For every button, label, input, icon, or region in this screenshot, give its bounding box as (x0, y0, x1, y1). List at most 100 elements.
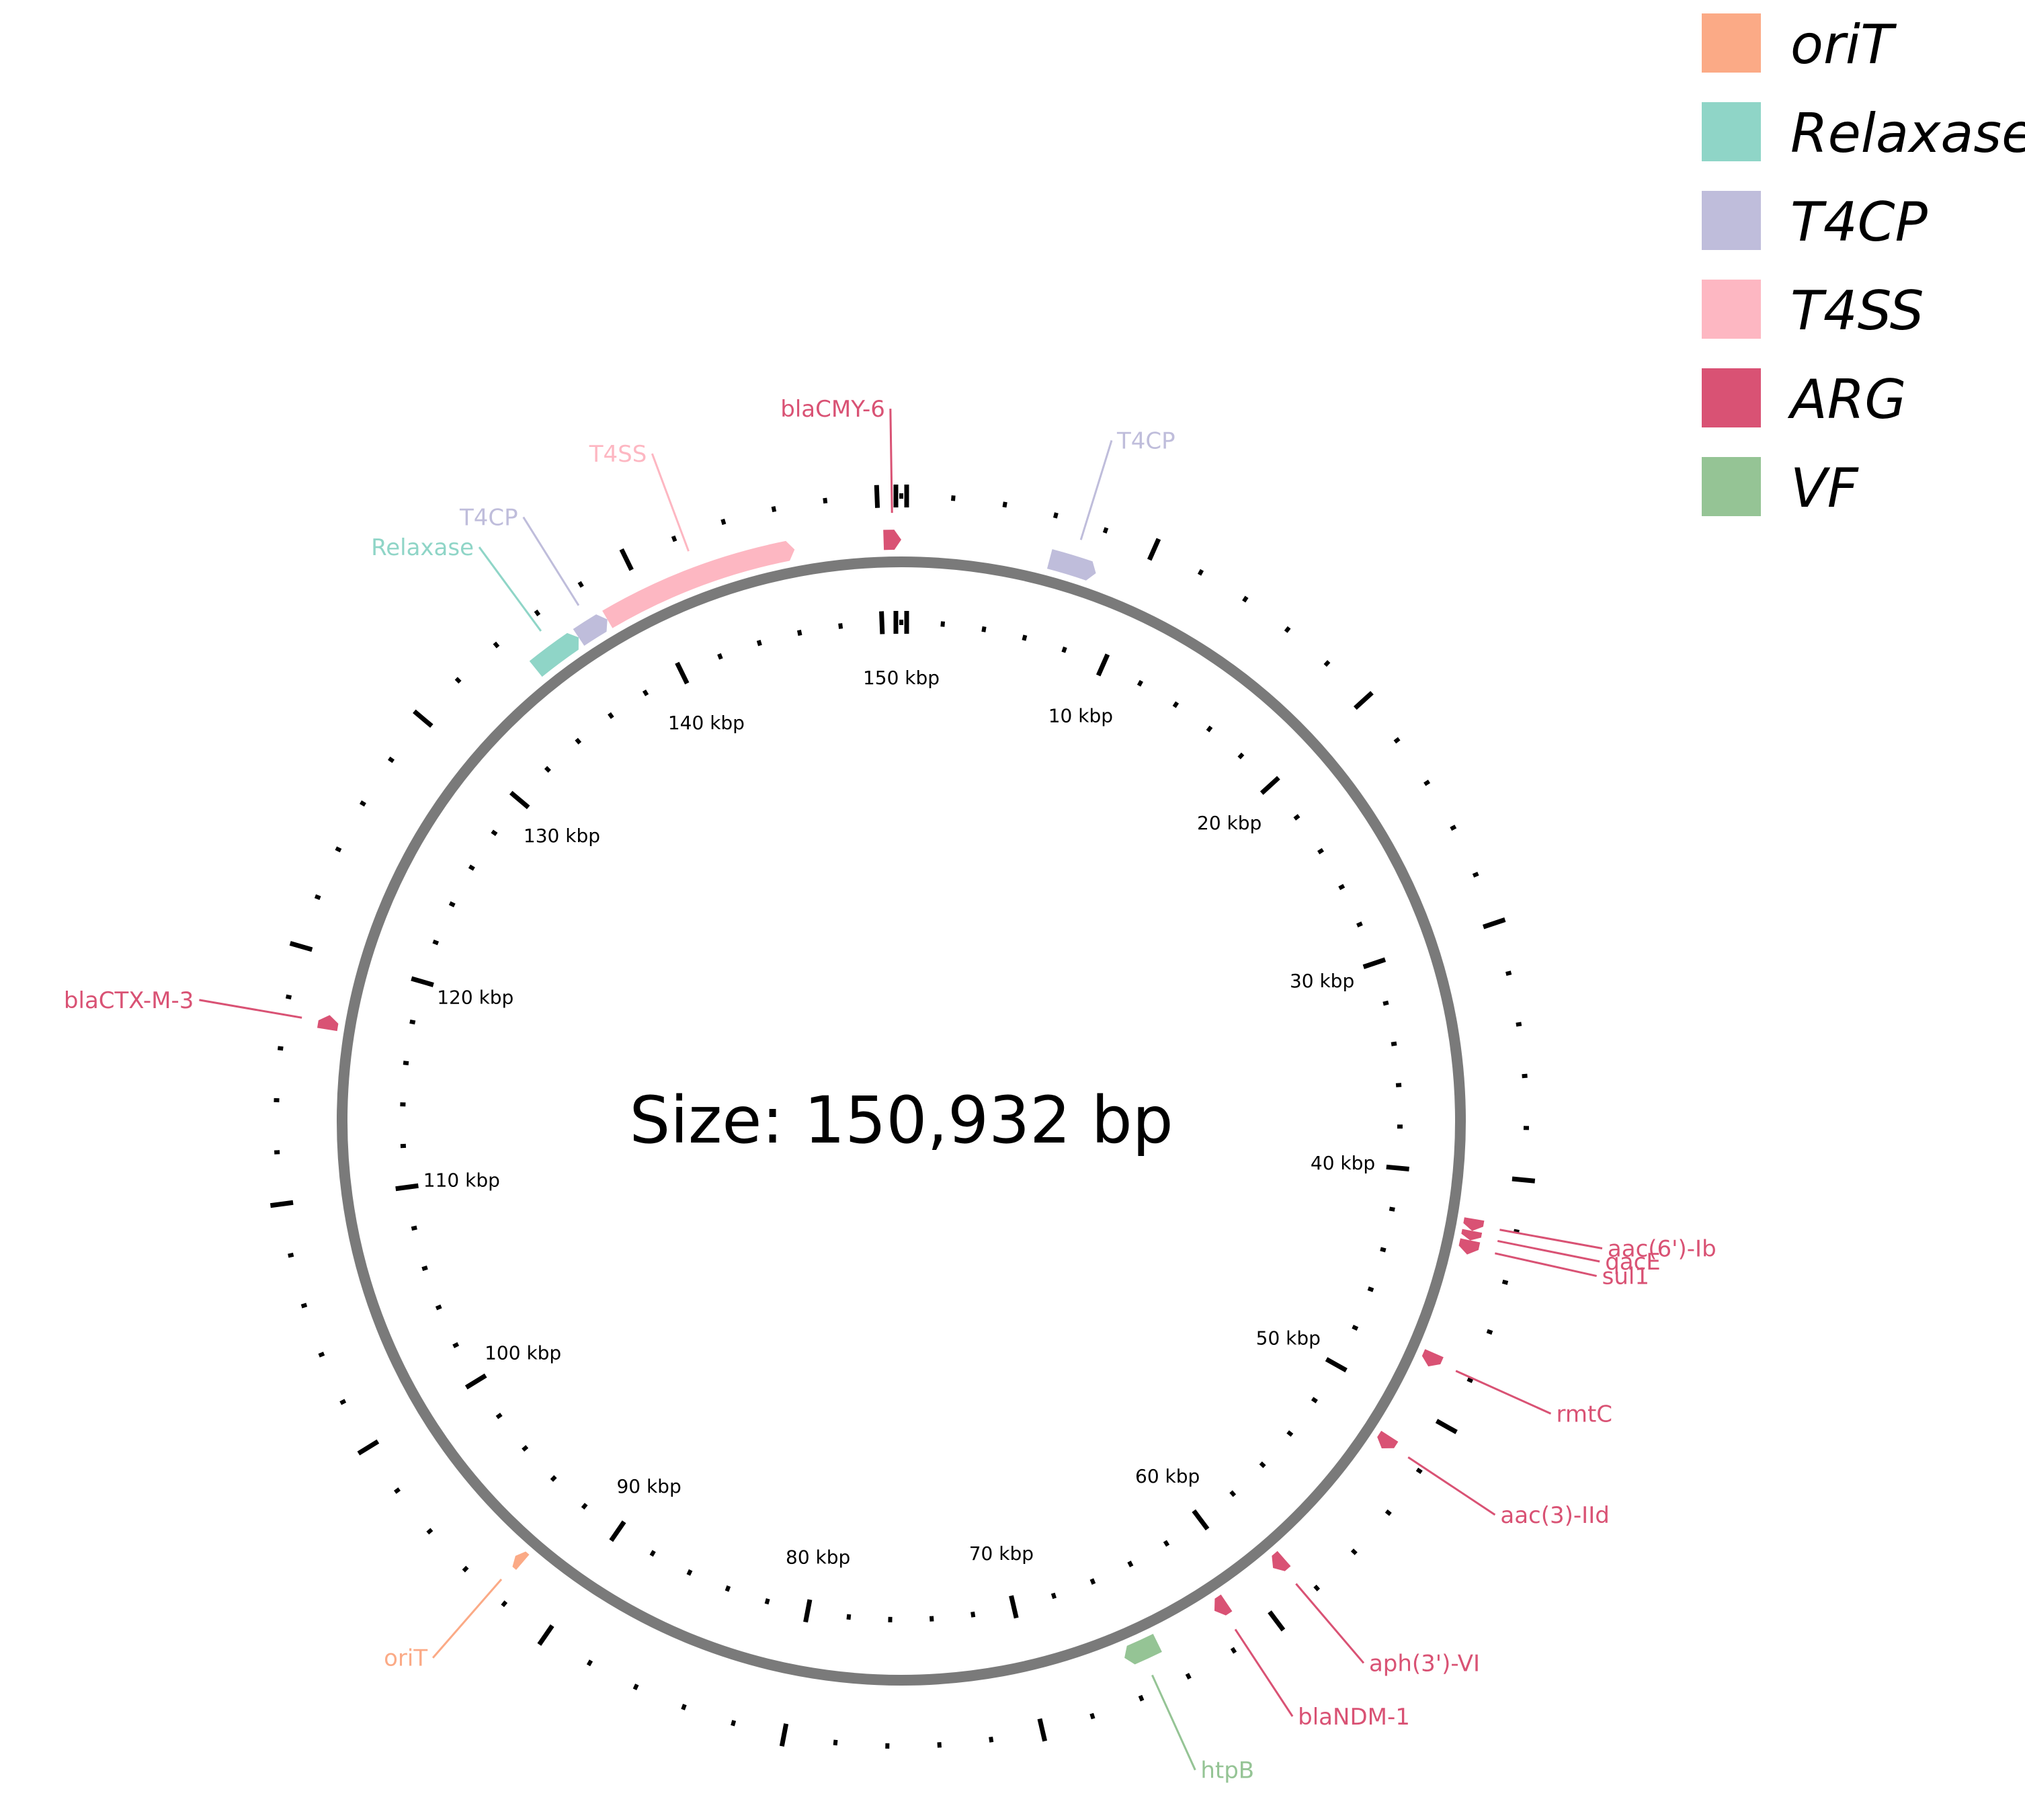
minor-tick (632, 1684, 639, 1690)
backbone-circle (337, 556, 1466, 1686)
major-tick (357, 1439, 380, 1456)
minor-tick (544, 766, 551, 773)
feature-label: T4SS (589, 441, 647, 468)
minor-tick (550, 1475, 557, 1482)
minor-tick (642, 689, 649, 696)
feature-label: aac(3)-IId (1500, 1502, 1609, 1529)
callout-line (522, 516, 580, 606)
minor-tick (1163, 1540, 1170, 1547)
minor-tick (300, 1302, 308, 1309)
minor-tick (1466, 1377, 1474, 1383)
minor-tick (495, 1412, 503, 1419)
callout-line (1497, 1239, 1600, 1263)
feature-arrow (1214, 1594, 1233, 1616)
legend-label: ARG (1787, 368, 1906, 431)
minor-tick (285, 994, 292, 1000)
minor-tick (1472, 872, 1479, 878)
minor-tick (1259, 1461, 1266, 1469)
callout-line (1455, 1370, 1552, 1415)
minor-tick (1197, 569, 1204, 576)
minor-tick (1501, 1279, 1509, 1285)
callout-line (651, 453, 690, 552)
tick-label: 20 kbp (1197, 812, 1262, 834)
minor-tick (1286, 1430, 1294, 1437)
feature-arrow (1421, 1349, 1444, 1367)
minor-tick (468, 864, 475, 871)
tick-label: 90 kbp (616, 1475, 681, 1497)
minor-tick (1385, 1509, 1392, 1516)
minor-tick (940, 621, 946, 627)
major-tick (1482, 917, 1506, 929)
minor-tick (586, 1659, 593, 1667)
feature-label: Relaxase (371, 534, 474, 561)
minor-tick (462, 1565, 469, 1573)
minor-tick (717, 653, 723, 660)
major-tick (1435, 1419, 1458, 1434)
minor-tick (1389, 1206, 1395, 1212)
tick-label: 30 kbp (1290, 970, 1354, 992)
minor-tick (981, 626, 987, 632)
major-tick (509, 790, 530, 809)
feature-arrow (1124, 1633, 1162, 1665)
minor-tick (1311, 1397, 1318, 1403)
minor-tick (1293, 814, 1300, 821)
minor-tick (411, 1225, 417, 1231)
minor-tick (501, 1600, 508, 1608)
callout-line (1234, 1628, 1294, 1717)
major-tick (779, 1723, 789, 1747)
minor-tick (491, 829, 498, 836)
legend-swatch (1702, 457, 1761, 516)
minor-tick (833, 1739, 838, 1746)
feature-label: oriT (384, 1645, 427, 1672)
tick-label: 100 kbp (485, 1342, 561, 1364)
minor-tick (846, 1614, 852, 1620)
minor-tick (1486, 1329, 1493, 1335)
feature-arrow (1046, 549, 1096, 581)
feature-arrow (529, 632, 579, 677)
callout-line (431, 1578, 503, 1659)
minor-tick (1513, 1229, 1520, 1234)
minor-tick (756, 639, 762, 647)
minor-tick (435, 1304, 442, 1311)
minor-tick (318, 1352, 325, 1358)
minor-tick (1061, 647, 1067, 653)
major-tick (1353, 691, 1374, 710)
major-tick (803, 1599, 813, 1623)
major-tick (1096, 653, 1110, 677)
major-tick (1192, 1509, 1210, 1531)
minor-tick (1230, 1647, 1237, 1654)
feature-track (317, 530, 1485, 1665)
callout-line (1499, 1229, 1603, 1249)
minor-tick (1102, 527, 1109, 534)
minor-tick (409, 1019, 416, 1025)
callout-line (1151, 1674, 1196, 1771)
tick-label: 10 kbp (1048, 704, 1113, 727)
minor-tick (335, 846, 342, 853)
feature-arrow (1377, 1430, 1399, 1449)
major-tick (619, 548, 634, 571)
feature-label: aph(3')-VI (1369, 1650, 1480, 1677)
feature-arrow (512, 1551, 530, 1570)
major-tick (1325, 1357, 1348, 1373)
feature-label: rmtC (1556, 1401, 1612, 1428)
legend-swatch (1702, 102, 1761, 161)
feature-label: T4CP (1116, 427, 1175, 454)
minor-tick (838, 623, 843, 629)
minor-tick (1352, 1325, 1359, 1331)
minor-tick (534, 609, 541, 616)
minor-tick (426, 1528, 433, 1535)
minor-tick (448, 901, 456, 907)
callout-line (1407, 1456, 1496, 1516)
minor-tick (1052, 512, 1059, 519)
outer-tick-ring (270, 485, 1536, 1749)
tick-label: 130 kbp (524, 825, 600, 847)
minor-tick (575, 737, 582, 745)
minor-tick (339, 1399, 347, 1405)
minor-tick (1002, 501, 1007, 508)
minor-tick (1323, 660, 1331, 667)
feature-arrow (1458, 1238, 1481, 1255)
minor-tick (1050, 1592, 1057, 1600)
feature-label: blaCTX-M-3 (64, 987, 194, 1014)
